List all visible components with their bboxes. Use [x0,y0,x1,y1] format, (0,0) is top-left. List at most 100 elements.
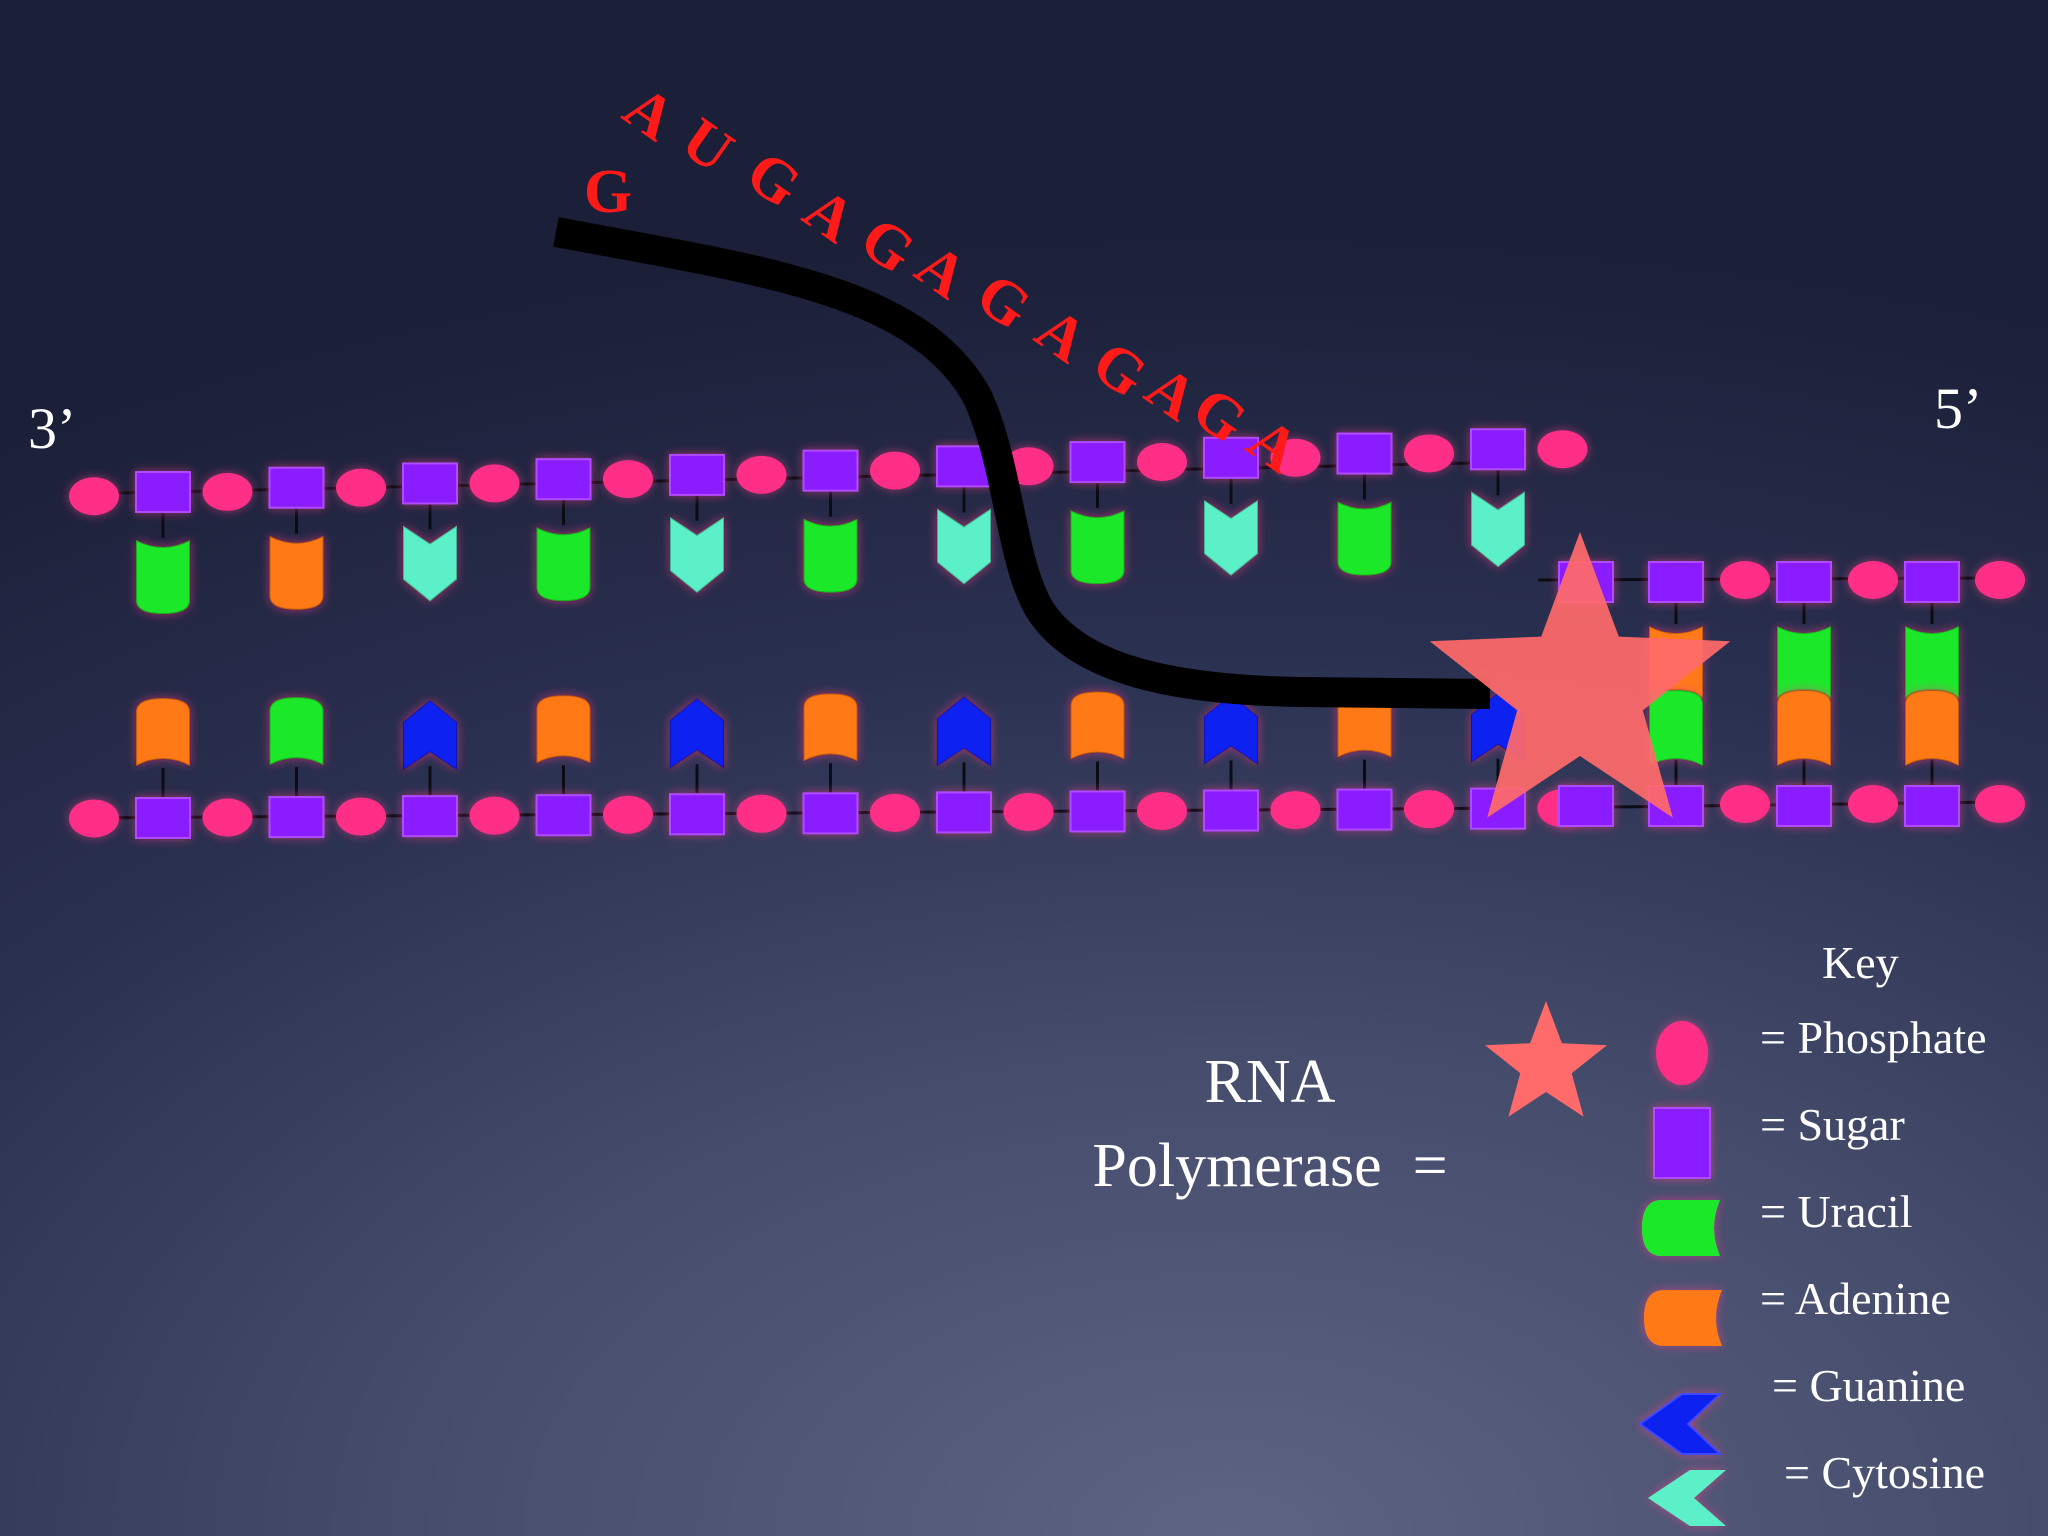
adenine-icon [1904,688,1960,768]
sugar-icon [1776,561,1832,603]
sugar-icon [402,462,458,505]
phosphate-icon [603,460,653,499]
key-label-uracil: = Uracil [1760,1186,1913,1237]
phosphate-icon [1003,792,1054,831]
cytosine-icon [402,523,458,603]
phosphate-icon [1137,443,1187,482]
sugar-icon [1203,789,1259,832]
adenine-icon [535,694,592,765]
rna-polymerase-label-line2: Polymerase = [1070,1124,1470,1208]
phosphate-icon [736,455,787,494]
sugar-icon [1904,561,1960,603]
key-label-sugar: = Sugar [1760,1099,1905,1150]
phosphate-icon [336,797,386,836]
adenine-icon [1776,688,1832,768]
adenine-icon [268,534,325,611]
uracil-icon [1069,508,1126,586]
uracil-icon [802,516,859,594]
phosphate-icon [1975,561,2025,599]
rna-polymerase-star [1429,532,1731,818]
cytosine-icon [1203,497,1259,578]
phosphate-icon [603,795,653,834]
sugar-icon [1648,561,1704,603]
guanine-icon [936,695,992,769]
sugar-icon [535,794,592,837]
guanine-icon [1638,1393,1723,1455]
phosphate-icon [202,798,253,837]
guanine-icon [402,698,458,772]
phosphate-icon [69,477,119,516]
sugar-icon [936,791,992,834]
phosphate-icon [1848,785,1898,823]
sugar-icon [669,793,725,836]
phosphate-icon [736,794,787,833]
phosphate-icon [1537,430,1588,469]
phosphate-icon [1656,1021,1708,1085]
phosphate-icon [1270,791,1321,830]
uracil-icon [1642,1200,1720,1256]
phosphate-icon [202,472,253,511]
rna-polymerase-key-star [1485,1001,1607,1117]
phosphate-icon [1720,785,1770,823]
sugar-icon [1336,432,1393,475]
phosphate-icon [870,793,920,832]
guanine-icon [669,696,725,771]
sugar-icon [402,795,458,838]
rna-sequence-letter: G [584,158,632,226]
phosphate-icon [1975,785,2025,823]
phosphate-icon [1137,792,1187,831]
phosphate-icon [870,451,920,490]
sugar-icon [1069,790,1126,833]
cytosine-icon [669,515,725,595]
phosphate-icon [1270,438,1321,477]
key-label-adenine: = Adenine [1760,1273,1951,1324]
sugar-icon [268,466,325,509]
equals-sign: = [1412,1132,1448,1200]
sugar-icon [1203,436,1259,479]
rna-sequence-letter: A [792,175,868,257]
rna-sequence-letter: G [734,138,813,221]
cytosine-icon [1470,489,1526,569]
sugar-icon [1653,1107,1711,1179]
rna-sequence-letter: A [612,73,688,155]
rna-polymerase-label-word: Polymerase [1092,1132,1382,1200]
uracil-icon [1336,499,1393,577]
sugar-icon [1069,441,1126,484]
sugar-icon [802,792,859,835]
sugar-icon [135,471,191,513]
sugar-icon [535,458,592,501]
sugar-icon [1336,788,1393,831]
key-label-phosphate: = Phosphate [1760,1012,1987,1063]
sugar-icon [1470,428,1526,471]
phosphate-icon [69,799,119,838]
cytosine-icon [936,506,992,586]
sugar-icon [1776,785,1832,827]
sugar-icon [802,449,859,492]
rna-polymerase-label: RNA Polymerase = [1070,1040,1470,1208]
adenine-icon [135,696,191,768]
key-label-guanine: = Guanine [1772,1360,1966,1411]
adenine-icon [802,692,859,763]
sugar-icon [268,796,325,839]
sugar-icon [669,453,725,496]
rna-polymerase-label-line1: RNA [1204,1048,1336,1116]
rna-sequence-letter: G [964,260,1043,343]
uracil-icon [535,525,592,603]
rna-sequence-letter: U [670,105,746,186]
rna-sequence-letter: A [1024,295,1100,377]
key-title: Key [1822,937,1899,988]
phosphate-icon [469,796,520,835]
uracil-icon [1648,688,1704,768]
uracil-icon [268,696,325,767]
uracil-icon [135,538,191,616]
adenine-icon [1069,690,1126,762]
phosphate-icon [1720,561,1770,599]
rna-strand [553,217,1491,709]
five-prime-end-label: 5’ [1934,376,1983,441]
adenine-icon [1644,1290,1722,1346]
cytosine-icon [1648,1470,1726,1526]
phosphate-icon [469,464,520,503]
phosphate-icon [1404,790,1454,829]
phosphate-icon [336,468,386,507]
